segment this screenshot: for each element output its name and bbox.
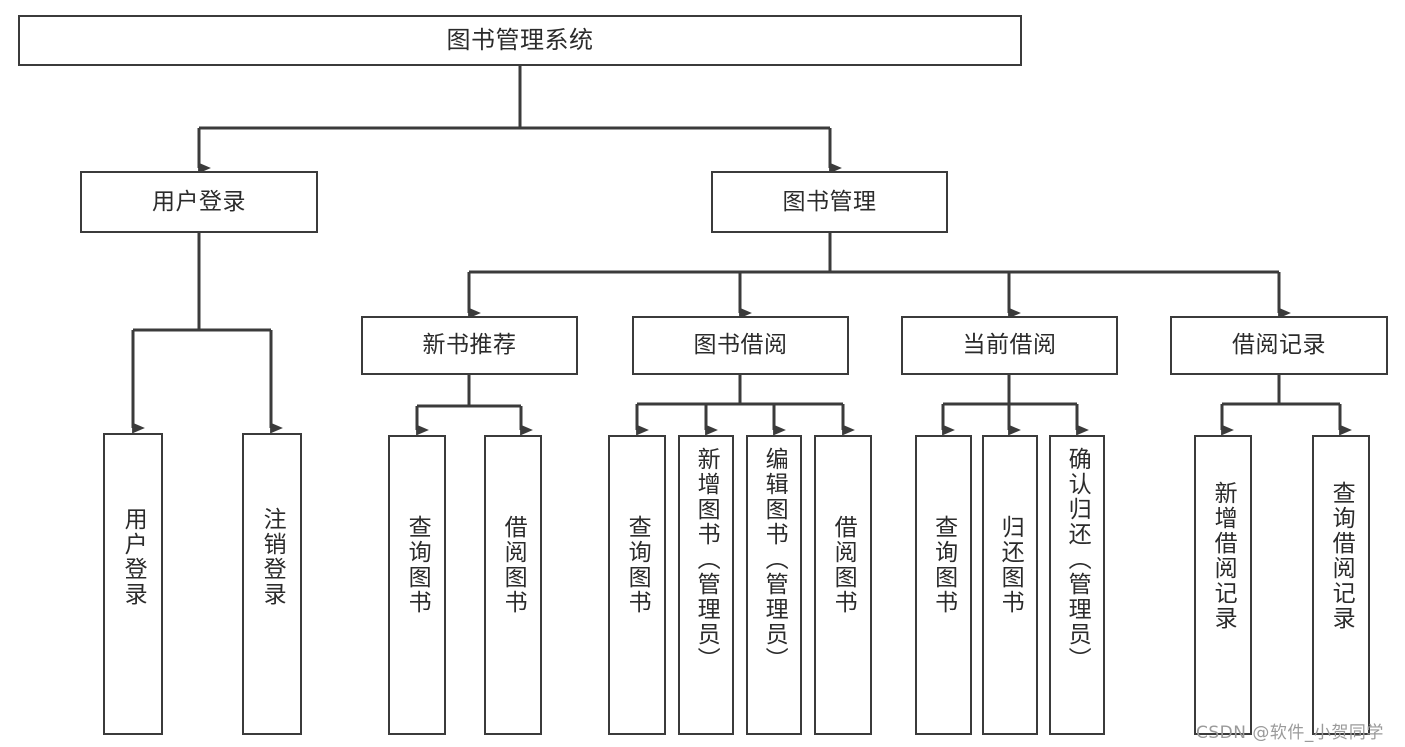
leaf-query-book-3-label: 查询图书	[930, 515, 957, 615]
node-new-book-recommend-label: 新书推荐	[422, 332, 517, 359]
leaf-edit-book-label: 编辑图书（管理员）	[761, 447, 788, 672]
node-current-borrow[interactable]: 当前借阅	[901, 316, 1118, 375]
leaf-query-book-1-label: 查询图书	[404, 515, 431, 615]
leaf-return-book-label: 归还图书	[997, 515, 1024, 615]
node-book-borrow[interactable]: 图书借阅	[632, 316, 849, 375]
leaf-return-book[interactable]: 归还图书	[982, 435, 1038, 735]
leaf-query-book-2[interactable]: 查询图书	[608, 435, 666, 735]
node-user-login-label: 用户登录	[152, 188, 246, 215]
node-book-management[interactable]: 图书管理	[711, 171, 948, 233]
node-borrow-record-label: 借阅记录	[1232, 332, 1326, 359]
node-current-borrow-label: 当前借阅	[962, 332, 1057, 359]
node-root[interactable]: 图书管理系统	[18, 15, 1022, 66]
leaf-add-borrow-record-label: 新增借阅记录	[1210, 481, 1237, 631]
leaf-query-borrow-record-label: 查询借阅记录	[1328, 481, 1355, 631]
leaf-query-book-2-label: 查询图书	[624, 515, 651, 615]
node-user-login[interactable]: 用户登录	[80, 171, 318, 233]
node-borrow-record[interactable]: 借阅记录	[1170, 316, 1388, 375]
leaf-query-book-3[interactable]: 查询图书	[915, 435, 972, 735]
leaf-logout-login-label: 注销登录	[259, 507, 286, 607]
leaf-add-borrow-record[interactable]: 新增借阅记录	[1194, 435, 1252, 735]
leaf-confirm-return-label: 确认归还（管理员）	[1064, 447, 1091, 672]
leaf-query-borrow-record[interactable]: 查询借阅记录	[1312, 435, 1370, 735]
leaf-user-login[interactable]: 用户登录	[103, 433, 163, 735]
leaf-query-book-1[interactable]: 查询图书	[388, 435, 446, 735]
leaf-confirm-return[interactable]: 确认归还（管理员）	[1049, 435, 1105, 735]
node-book-management-label: 图书管理	[782, 188, 877, 215]
leaf-borrow-book-1-label: 借阅图书	[500, 515, 527, 615]
leaf-add-book-label: 新增图书（管理员）	[693, 447, 720, 672]
node-book-borrow-label: 图书借阅	[693, 332, 788, 359]
leaf-add-book[interactable]: 新增图书（管理员）	[678, 435, 734, 735]
node-new-book-recommend[interactable]: 新书推荐	[361, 316, 578, 375]
csdn-watermark: CSDN @软件_小贺同学	[1196, 723, 1384, 743]
leaf-borrow-book-2-label: 借阅图书	[830, 515, 857, 615]
node-root-label: 图书管理系统	[446, 25, 594, 54]
leaf-borrow-book-1[interactable]: 借阅图书	[484, 435, 542, 735]
leaf-borrow-book-2[interactable]: 借阅图书	[814, 435, 872, 735]
leaf-user-login-label: 用户登录	[120, 507, 147, 607]
leaf-edit-book[interactable]: 编辑图书（管理员）	[746, 435, 802, 735]
leaf-logout-login[interactable]: 注销登录	[242, 433, 302, 735]
